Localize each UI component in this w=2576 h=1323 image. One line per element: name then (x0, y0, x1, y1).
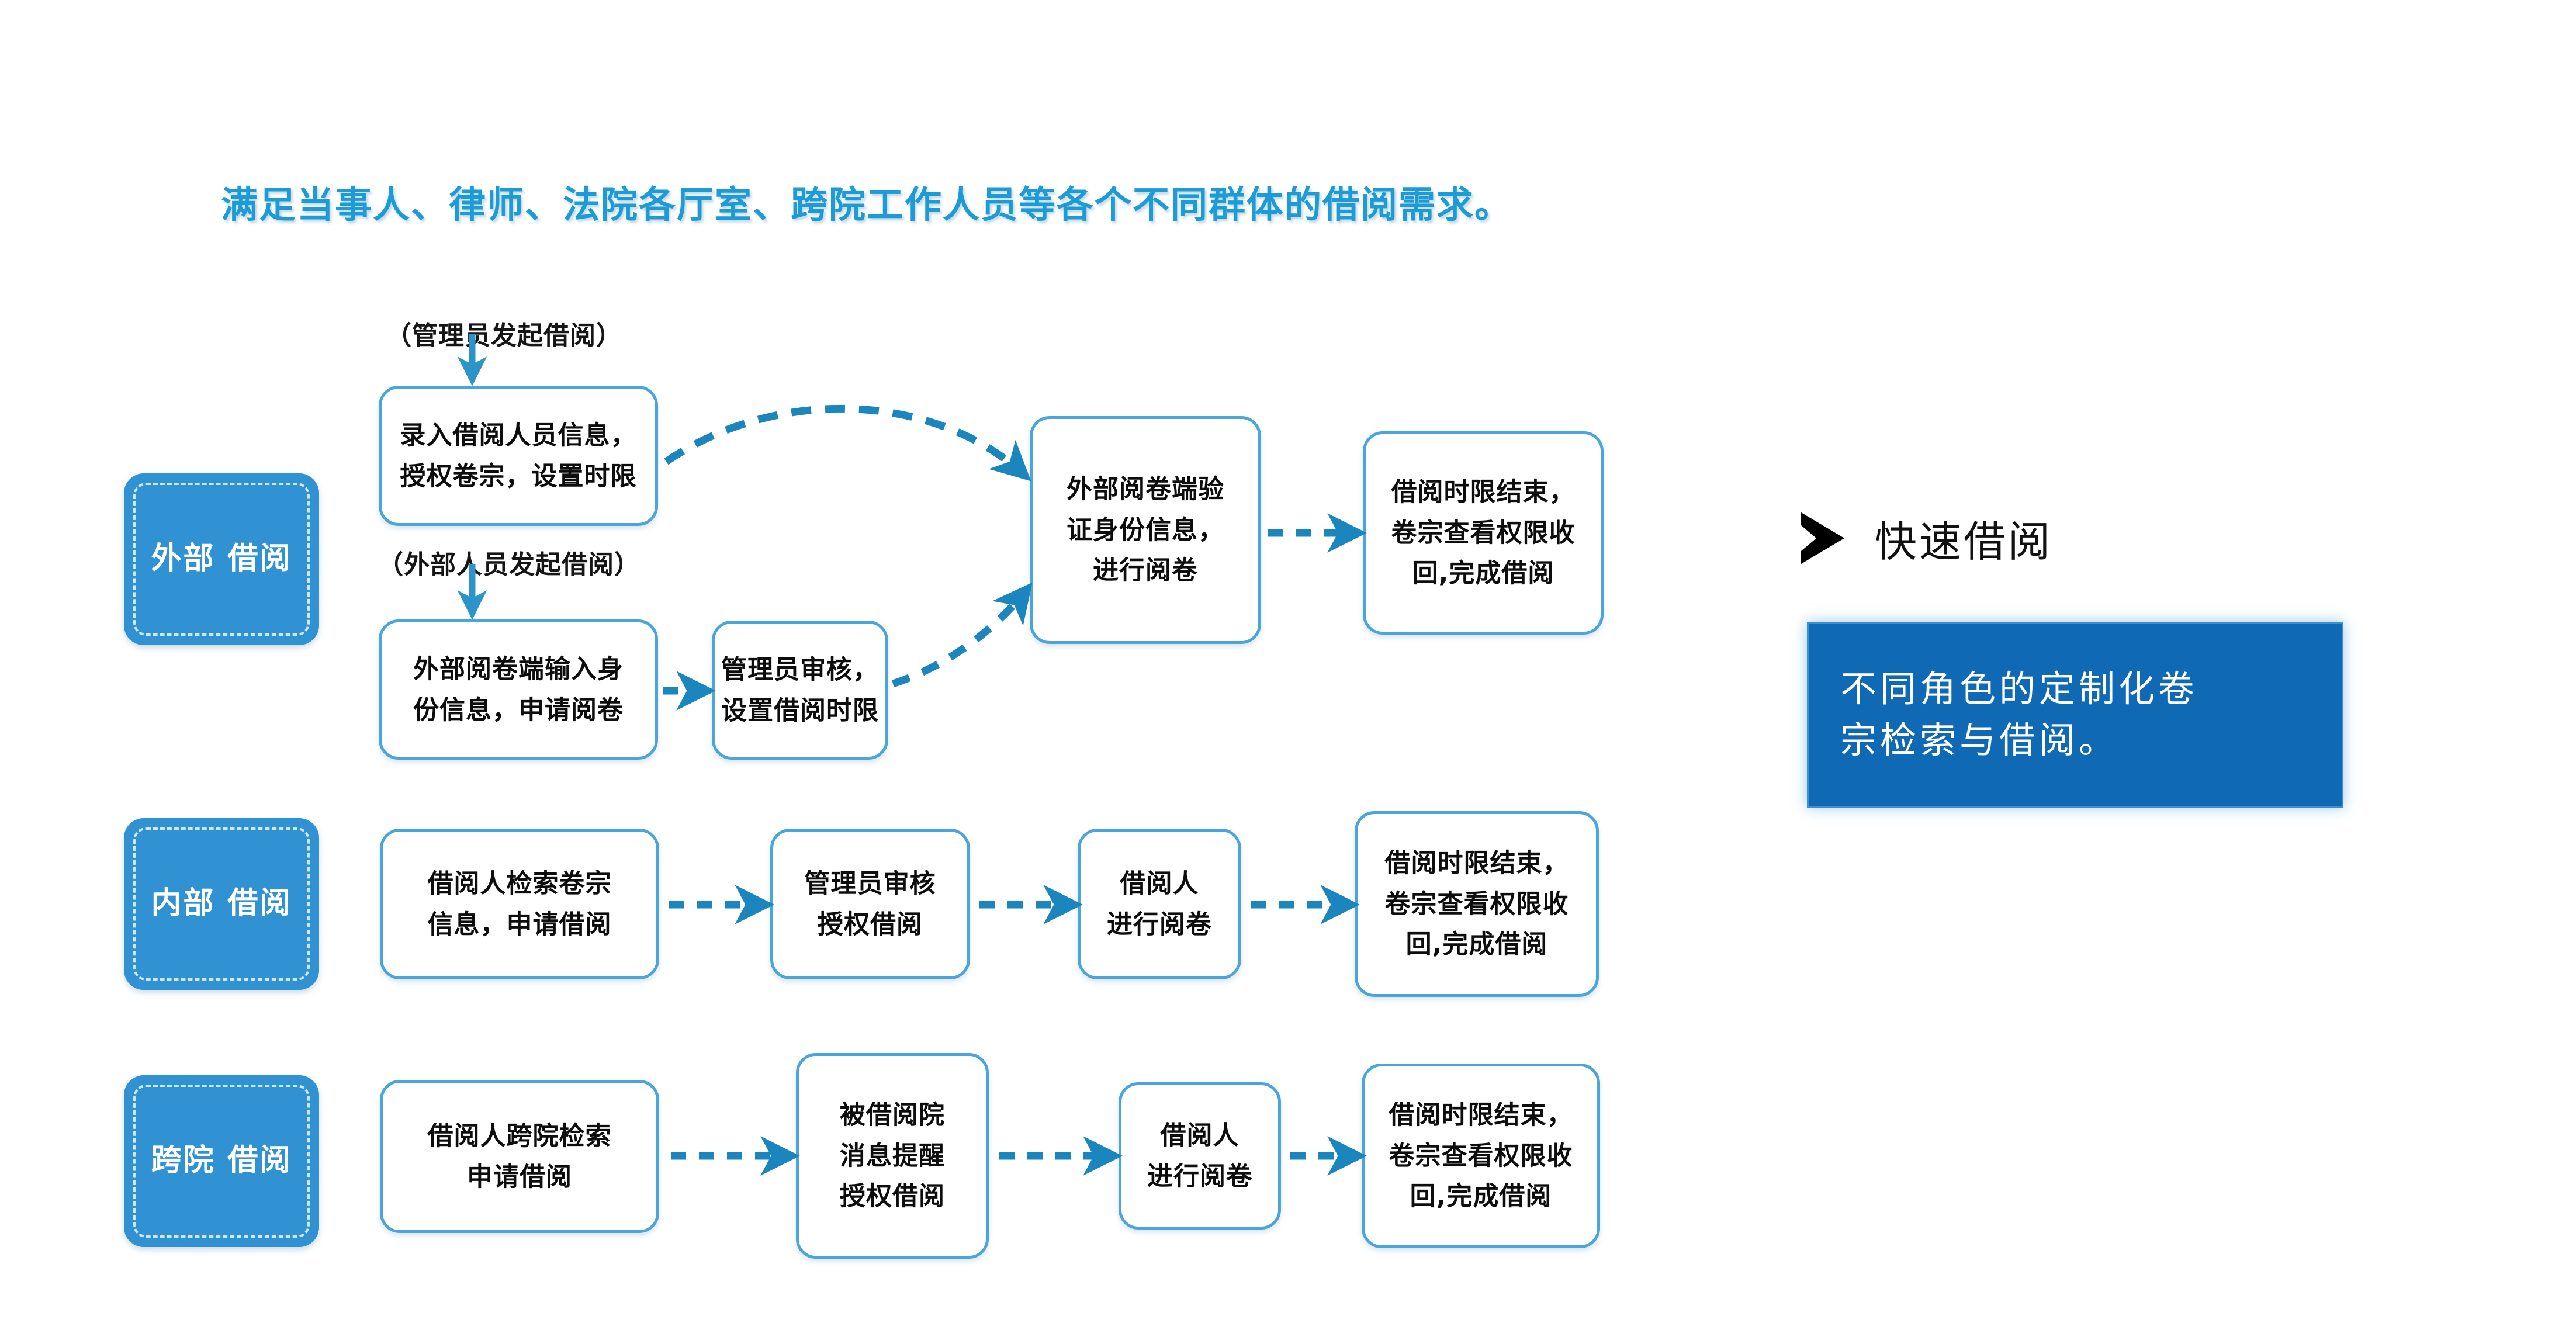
dashed-inner-border (133, 1085, 310, 1238)
highlight-card: 不同角色的定制化卷 宗检索与借阅。 (1807, 622, 2343, 808)
arrow-curve-review-to-verify (891, 582, 1033, 688)
highlight-card-text: 不同角色的定制化卷 宗检索与借阅。 (1840, 667, 2198, 761)
step-box-r3-complete[interactable]: 借阅时限结束， 卷宗查看权限收 回,完成借阅 (1362, 1064, 1600, 1248)
step-label: 外部阅卷端输入身 份信息，申请阅卷 (413, 654, 624, 725)
category-label: 内部 借阅 (151, 886, 292, 922)
step-label: 借阅人检索卷宗 信息，申请借阅 (427, 868, 612, 939)
triangle-right-icon (1801, 512, 1844, 564)
arrow-curve-admin-to-verify (664, 404, 1031, 482)
step-box-r2-complete[interactable]: 借阅时限结束， 卷宗查看权限收 回,完成借阅 (1355, 811, 1599, 997)
step-label: 借阅时限结束， 卷宗查看权限收 回,完成借阅 (1391, 477, 1576, 588)
category-pill-external[interactable]: 外部 借阅 (124, 473, 319, 645)
step-label: 借阅人跨院检索 申请借阅 (427, 1121, 612, 1192)
step-box-r1-enter-borrower-info[interactable]: 录入借阅人员信息， 授权卷宗，设置时限 (379, 386, 658, 526)
step-label: 借阅时限结束， 卷宗查看权限收 回,完成借阅 (1389, 1100, 1573, 1211)
step-label: 被借阅院 消息提醒 授权借阅 (840, 1100, 945, 1211)
step-box-r3-cross-search[interactable]: 借阅人跨院检索 申请借阅 (380, 1080, 659, 1233)
step-box-r1-verify-identity[interactable]: 外部阅卷端验 证身份信息， 进行阅卷 (1030, 416, 1261, 644)
step-box-r2-read[interactable]: 借阅人 进行阅卷 (1078, 829, 1241, 979)
caption-external-initiated: （外部人员发起借阅） (378, 550, 640, 580)
step-label: 借阅人 进行阅卷 (1147, 1120, 1252, 1191)
category-pill-cross-court[interactable]: 跨院 借阅 (124, 1075, 319, 1247)
right-heading-label: 快速借阅 (1875, 517, 2053, 566)
step-label: 管理员审核， 设置借阅时限 (721, 654, 879, 725)
right-panel-heading: 快速借阅 (1801, 507, 2052, 569)
step-label: 外部阅卷端验 证身份信息， 进行阅卷 (1067, 474, 1224, 586)
step-box-r2-admin-approve[interactable]: 管理员审核 授权借阅 (770, 829, 970, 979)
step-label: 借阅时限结束， 卷宗查看权限收 回,完成借阅 (1384, 848, 1569, 960)
category-pill-internal[interactable]: 内部 借阅 (124, 818, 319, 990)
step-box-r1-admin-review[interactable]: 管理员审核， 设置借阅时限 (712, 621, 888, 760)
dashed-inner-border (133, 827, 310, 981)
step-box-r1-complete[interactable]: 借阅时限结束， 卷宗查看权限收 回,完成借阅 (1363, 431, 1604, 635)
step-label: 借阅人 进行阅卷 (1107, 868, 1212, 939)
step-label: 管理员审核 授权借阅 (804, 868, 936, 939)
caption-admin-initiated: （管理员发起借阅） (386, 321, 622, 351)
step-label: 录入借阅人员信息， 授权卷宗，设置时限 (400, 420, 637, 491)
dashed-inner-border (133, 483, 310, 636)
step-box-r1-external-id-input[interactable]: 外部阅卷端输入身 份信息，申请阅卷 (379, 619, 658, 760)
step-box-r2-search-apply[interactable]: 借阅人检索卷宗 信息，申请借阅 (380, 829, 659, 979)
step-box-r3-read[interactable]: 借阅人 进行阅卷 (1119, 1082, 1281, 1230)
step-box-r3-notify-authorize[interactable]: 被借阅院 消息提醒 授权借阅 (796, 1053, 989, 1259)
category-label: 外部 借阅 (151, 541, 292, 577)
category-label: 跨院 借阅 (151, 1143, 292, 1179)
page-title: 满足当事人、律师、法院各厅室、跨院工作人员等各个不同群体的借阅需求。 (221, 183, 1512, 226)
